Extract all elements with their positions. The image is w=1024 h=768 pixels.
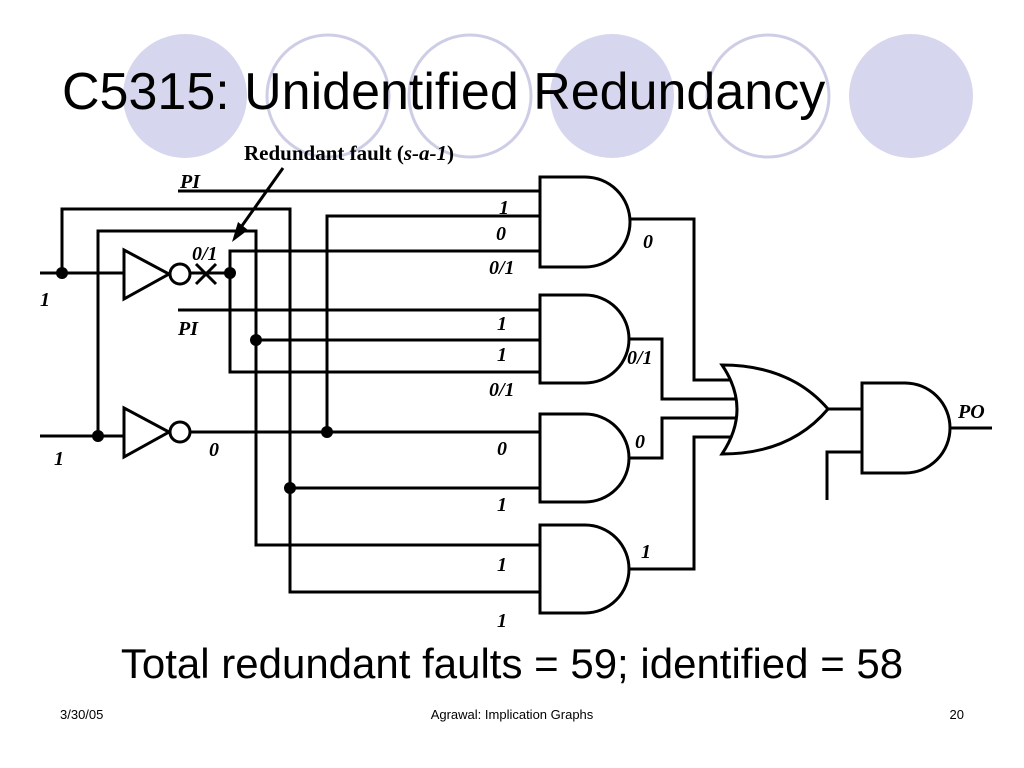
signal-labels: PI PI PO 1 1 0/1 0 1 0 0/1 0 1 1 0/1 0/1… (40, 171, 985, 632)
deco-circle-outline (407, 33, 533, 159)
and3-in2-value: 1 (497, 494, 507, 516)
input-a-value: 1 (40, 289, 50, 311)
deco-circle-filled (123, 34, 247, 158)
and-gate-2 (538, 293, 631, 385)
and3-in1-value: 0 (497, 438, 507, 460)
po-label: PO (957, 401, 985, 423)
and2-out-value: 0/1 (627, 347, 653, 369)
and4-in2-value: 1 (497, 610, 507, 632)
and1-in2-value: 0 (496, 223, 506, 245)
callout-arrow (237, 167, 285, 231)
and2-in3-value: 0/1 (489, 379, 515, 401)
deco-circle-outline (705, 33, 831, 159)
and-gate-1 (538, 175, 632, 269)
deco-circle-outline (265, 33, 391, 159)
and-gate-output (860, 381, 952, 475)
junctions (56, 267, 333, 494)
pi-mid-label: PI (177, 318, 199, 340)
inv2-out-value: 0 (209, 439, 219, 461)
header-decoration (123, 33, 973, 159)
or-gate (719, 363, 830, 456)
input-b-value: 1 (54, 448, 64, 470)
slide-title: C5315: Unidentified Redundancy (62, 63, 826, 121)
and1-out-value: 0 (643, 231, 653, 253)
and4-in1-value: 1 (497, 554, 507, 576)
circuit-diagram: Redundant fault (s-a-1) PI PI PO 1 1 0/1… (40, 141, 992, 632)
deco-circle-filled (550, 34, 674, 158)
fault-mark (194, 262, 218, 286)
page-number: 20 (949, 707, 964, 722)
inverter-2 (122, 405, 192, 460)
and3-out-value: 0 (635, 431, 645, 453)
fault-callout: Redundant fault (s-a-1) (244, 141, 454, 165)
redundancy-summary: Total redundant faults = 59; identified … (120, 640, 904, 687)
footer-title: Agrawal: Implication Graphs (430, 707, 594, 722)
fault-site-value: 0/1 (192, 243, 218, 265)
and2-in2-value: 1 (497, 344, 507, 366)
and2-in1-value: 1 (497, 313, 507, 335)
inverter-1 (122, 247, 192, 302)
pi-top-label: PI (179, 171, 201, 193)
wires (40, 189, 992, 594)
and1-in1-value: 1 (499, 197, 509, 219)
and4-out-value: 1 (641, 541, 651, 563)
footer-date: 3/30/05 (60, 707, 104, 722)
deco-circle-filled (849, 34, 973, 158)
and-gate-3 (538, 412, 631, 504)
and1-in3-value: 0/1 (489, 257, 515, 279)
and-gate-4 (538, 523, 631, 615)
